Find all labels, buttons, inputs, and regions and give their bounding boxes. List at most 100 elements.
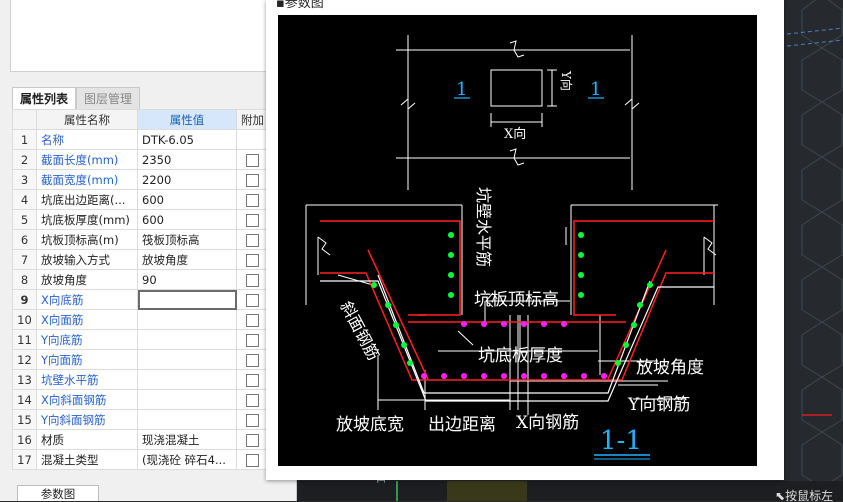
header-value: 属性值: [137, 109, 237, 130]
property-value[interactable]: [137, 289, 237, 310]
property-value[interactable]: [137, 369, 237, 390]
panel-tabs: 属性列表 图层管理: [12, 87, 141, 109]
property-value[interactable]: 筏板顶标高: [137, 229, 237, 250]
property-value[interactable]: [137, 329, 237, 350]
section-title: 1-1: [600, 426, 642, 456]
property-value[interactable]: 600: [137, 189, 237, 210]
label-slab-top-elevation: 坑板顶标高: [474, 290, 559, 310]
row-index: 7: [12, 249, 37, 270]
extra-checkbox[interactable]: [245, 333, 259, 347]
extra-cell: [236, 449, 268, 470]
status-hint: ⬉按鼠标左: [775, 489, 834, 501]
viewport-grid: [297, 0, 843, 501]
extra-checkbox[interactable]: [245, 233, 259, 247]
label-edge-distance: 出边距离: [428, 415, 496, 435]
plan-y-direction-label: Y向: [559, 70, 574, 91]
row-index: 13: [12, 369, 37, 390]
arrow-icon: ⬉: [775, 489, 786, 501]
property-value[interactable]: [137, 309, 237, 330]
extra-checkbox[interactable]: [245, 353, 259, 367]
plan-section-mark-right: 1: [590, 79, 601, 100]
row-index: 14: [12, 389, 37, 410]
property-value[interactable]: 现浇混凝土: [137, 429, 237, 450]
extra-cell: [236, 169, 268, 190]
extra-checkbox[interactable]: [245, 153, 259, 167]
property-name: 坑底板厚度(mm): [36, 209, 138, 230]
property-value[interactable]: (现浇砼 碎石4...: [137, 449, 237, 470]
tab-layer-manager[interactable]: 图层管理: [76, 87, 141, 109]
extra-checkbox[interactable]: [245, 273, 259, 287]
parameter-diagram-window: ▪参数图: [266, 0, 784, 480]
property-value[interactable]: 600: [137, 209, 237, 230]
plan-section-mark-left: 1: [456, 79, 467, 100]
extra-cell: [236, 349, 268, 370]
parameter-drawing: 1 1 Y向 X向 坑壁水平筋 坑板顶标高 斜面钢筋 坑底板厚度 放坡角度 Y向…: [278, 15, 757, 466]
property-name: X向底筋: [36, 289, 138, 310]
extra-cell: [236, 429, 268, 450]
plan-x-direction-label: X向: [504, 126, 526, 142]
extra-cell: [236, 149, 268, 170]
window-title-fragment: ▪参数图: [276, 0, 324, 11]
extra-cell: [236, 289, 268, 310]
label-slope-bottom-width: 放坡底宽: [336, 415, 404, 435]
property-value[interactable]: 放坡角度: [137, 249, 237, 270]
tab-parameter-diagram[interactable]: 参数图: [17, 485, 99, 501]
row-index: 3: [12, 169, 37, 190]
property-value[interactable]: DTK-6.05: [137, 129, 237, 150]
property-name: X向斜面钢筋: [36, 389, 138, 410]
property-value[interactable]: 2200: [137, 169, 237, 190]
row-index: 17: [12, 449, 37, 470]
extra-checkbox[interactable]: [245, 173, 259, 187]
property-value[interactable]: [137, 409, 237, 430]
extra-cell: [236, 189, 268, 210]
tab-property-list[interactable]: 属性列表: [12, 87, 77, 109]
extra-checkbox[interactable]: [245, 393, 259, 407]
property-name: 名称: [36, 129, 138, 150]
extra-checkbox[interactable]: [245, 413, 259, 427]
extra-checkbox[interactable]: [245, 433, 259, 447]
property-value[interactable]: 2350: [137, 149, 237, 170]
extra-cell: [236, 209, 268, 230]
extra-checkbox[interactable]: [245, 253, 259, 267]
property-name: 坑底出边距离(...: [36, 189, 138, 210]
extra-checkbox[interactable]: [245, 373, 259, 387]
label-slope-angle: 放坡角度: [636, 358, 704, 378]
extra-checkbox[interactable]: [245, 193, 259, 207]
row-index: 15: [12, 409, 37, 430]
property-name: 坑壁水平筋: [36, 369, 138, 390]
header-extra: 附加: [236, 109, 268, 130]
property-name: X向面筋: [36, 309, 138, 330]
preview-box: [10, 0, 296, 72]
extra-checkbox[interactable]: [245, 313, 259, 327]
label-wall-horizontal-bar: 坑壁水平筋: [474, 187, 493, 267]
extra-checkbox[interactable]: [245, 453, 259, 467]
row-index: 2: [12, 149, 37, 170]
row-index: 8: [12, 269, 37, 290]
extra-checkbox[interactable]: [245, 293, 259, 307]
property-value[interactable]: [137, 389, 237, 410]
property-value[interactable]: [137, 349, 237, 370]
property-value[interactable]: 90: [137, 269, 237, 290]
extra-cell: [236, 369, 268, 390]
extra-checkbox[interactable]: [245, 213, 259, 227]
row-index: 1: [12, 129, 37, 150]
extra-cell: [236, 229, 268, 250]
